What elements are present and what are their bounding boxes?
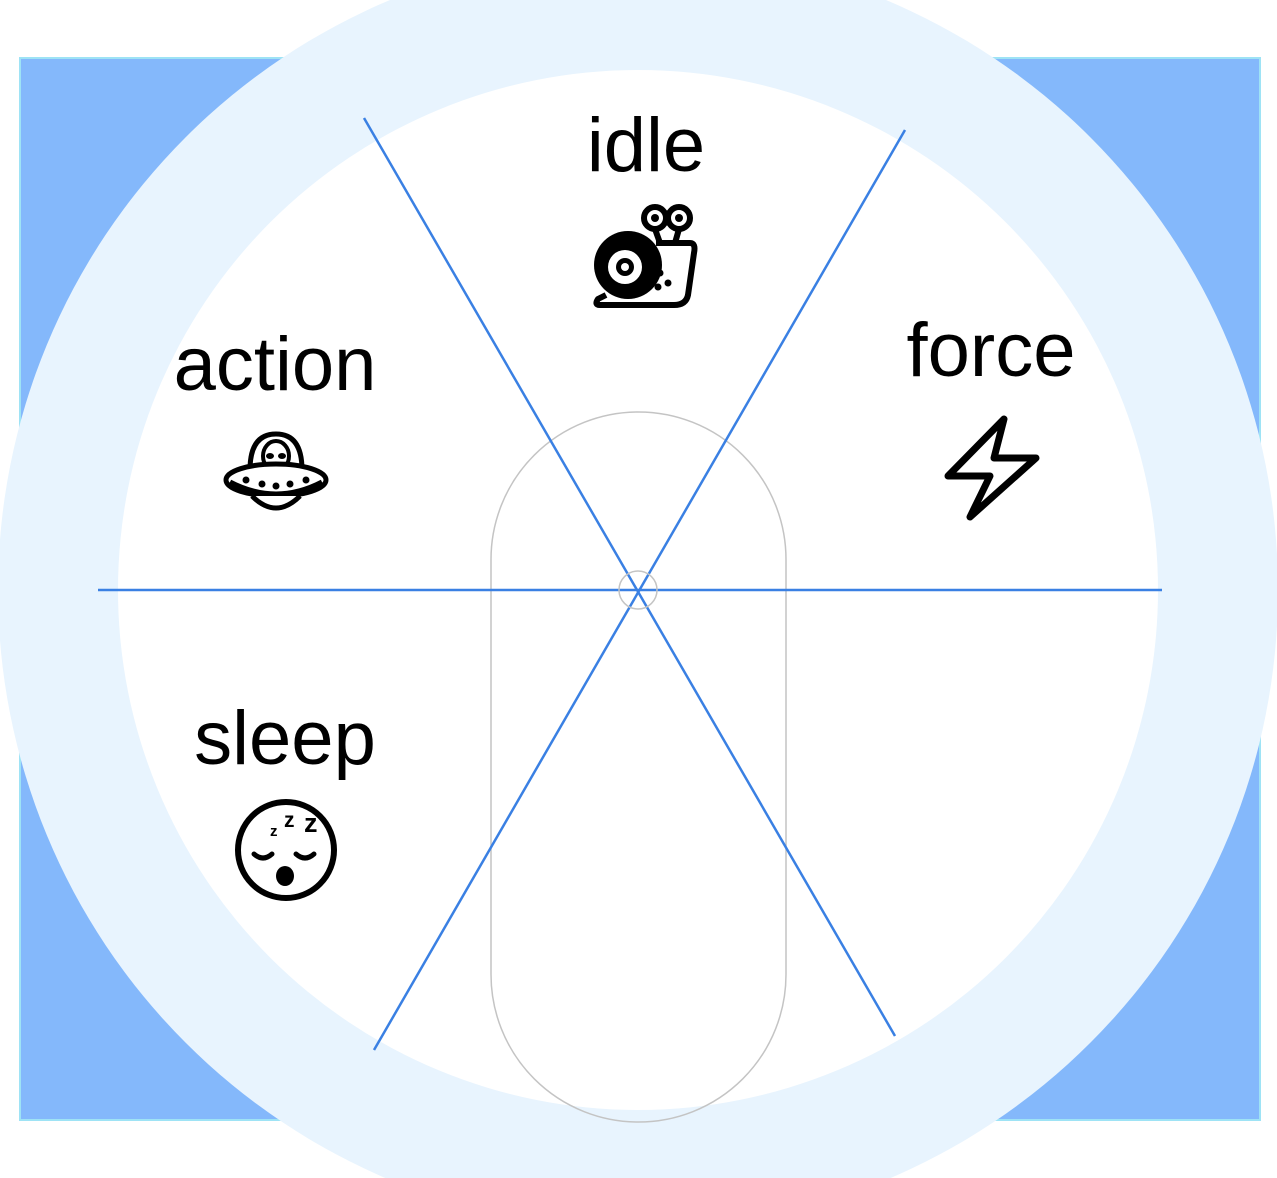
segment-action-label: action	[173, 322, 377, 407]
capsule-outline	[490, 411, 787, 1123]
lightning-bolt-icon	[944, 415, 1040, 521]
svg-text:z: z	[304, 808, 318, 838]
divider-line-diagonal-b	[372, 129, 907, 1051]
segment-force-label: force	[906, 308, 1076, 393]
svg-text:z: z	[284, 809, 295, 832]
segment-sleep-label: sleep	[194, 696, 376, 781]
ufo-alien-icon	[223, 431, 329, 511]
center-hub	[618, 570, 658, 610]
snail-icon	[593, 204, 698, 308]
divider-line-diagonal-a	[362, 117, 897, 1037]
svg-text:z: z	[270, 823, 278, 840]
segment-idle-label: idle	[586, 103, 706, 188]
sleeping-face-icon: z z z	[235, 799, 337, 901]
